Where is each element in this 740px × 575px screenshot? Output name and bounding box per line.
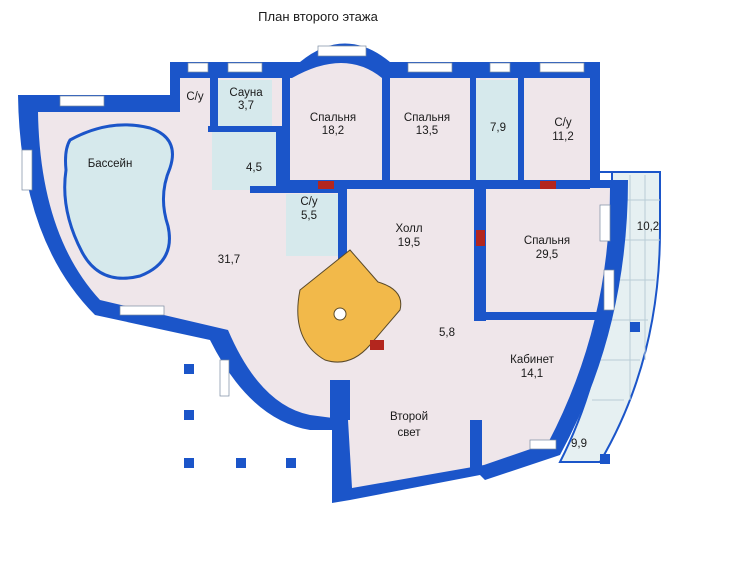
room-pool-hall-area: 31,7: [218, 254, 240, 266]
room-hall-area: 19,5: [398, 237, 420, 249]
room-second-light-line1: Второй: [390, 411, 428, 423]
room-hall-name: Холл: [395, 223, 422, 235]
room-su-mid-name: С/у: [300, 196, 318, 208]
storage-tiles: [474, 80, 518, 180]
room-terrace-bottom-area: 9,9: [571, 438, 587, 450]
corridor-tiles: [212, 130, 276, 190]
room-landing-area: 5,8: [439, 327, 455, 339]
room-su-small-name: С/у: [186, 91, 204, 103]
room-office-name: Кабинет: [510, 354, 554, 366]
plan-title: План второго этажа: [258, 9, 378, 24]
room-corridor-area: 4,5: [246, 162, 262, 174]
interior-walls: [208, 78, 598, 470]
room-bedroom-3-area: 29,5: [536, 249, 558, 261]
stair-newel: [333, 307, 347, 321]
sauna-tiles: [218, 80, 272, 126]
room-su-right-name: С/у: [554, 117, 572, 129]
room-pool-name: Бассейн: [88, 158, 133, 170]
pool-basin: [63, 123, 174, 280]
staircase: [297, 249, 402, 363]
windows: [21, 45, 615, 450]
room-su-mid-area: 5,5: [301, 210, 317, 222]
room-su-right-area: 11,2: [552, 131, 574, 143]
room-terrace-top-area: 10,2: [637, 221, 659, 233]
room-storage-area: 7,9: [490, 122, 506, 134]
terrace-grid: [592, 175, 660, 401]
room-bedroom-1-area: 18,2: [322, 125, 344, 137]
room-bedroom-2-area: 13,5: [416, 125, 438, 137]
room-sauna-area: 3,7: [238, 100, 254, 112]
room-sauna-name: Сауна: [229, 87, 263, 99]
room-bedroom-2-name: Спальня: [404, 112, 450, 124]
exterior-columns: [184, 322, 640, 468]
room-bedroom-3-name: Спальня: [524, 235, 570, 247]
su-mid-tiles: [286, 194, 338, 256]
room-bedroom-1-name: Спальня: [310, 112, 356, 124]
ventilation-ducts: [318, 181, 556, 350]
room-second-light-line2: свет: [397, 427, 421, 439]
room-office-area: 14,1: [521, 368, 543, 380]
